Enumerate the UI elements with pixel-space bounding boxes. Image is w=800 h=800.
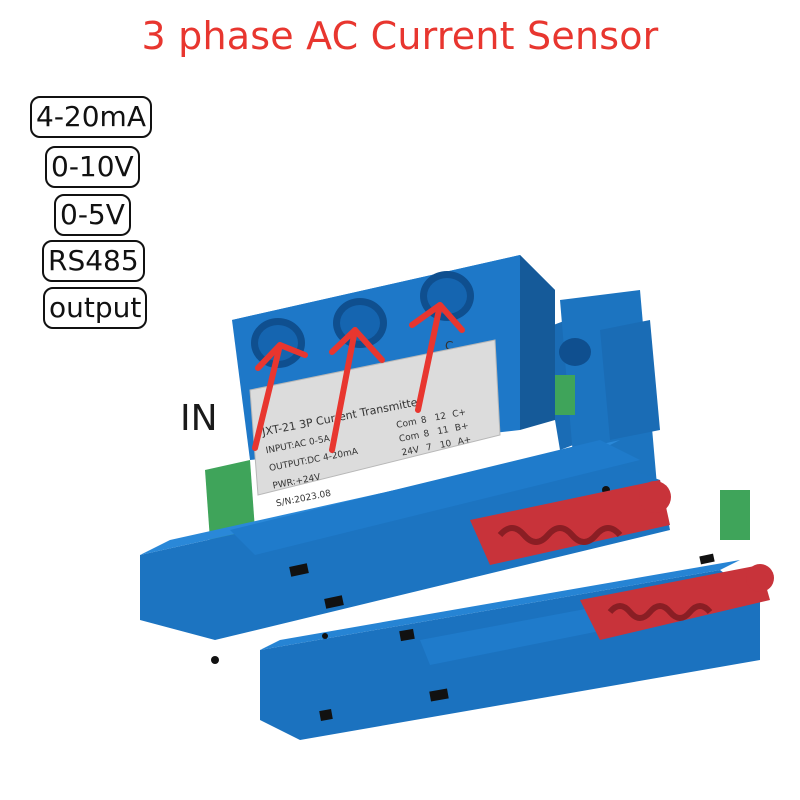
output-tag-0-10v: 0-10V [45, 146, 140, 188]
arrow-channel-b [329, 327, 358, 453]
output-tag-rs485: RS485 [42, 240, 145, 282]
upper-din-base [140, 440, 715, 664]
terminal-row-1-num-a: 8 [420, 415, 428, 426]
terminal-row-1-label: Com [396, 417, 418, 431]
output-tag-4-20ma: 4-20mA [30, 96, 152, 138]
output-tag-0-5v: 0-5V [54, 194, 131, 236]
terminal-row-2-label: Com [398, 431, 420, 445]
terminal-row-3-num-a: 7 [425, 443, 433, 454]
input-label: IN [180, 398, 218, 439]
arrow-head-b [329, 327, 385, 363]
terminal-row-1-num-b: 12 [434, 411, 447, 423]
arrow-head-c [409, 302, 465, 333]
channel-c-label: C [445, 339, 453, 353]
page-title: 3 phase AC Current Sensor [141, 14, 659, 58]
terminal-row-2-num-b: 11 [437, 425, 450, 437]
terminal-row-2-num-a: 8 [423, 429, 431, 440]
terminal-row-2-sig: B+ [454, 421, 469, 433]
arrow-channel-a [252, 342, 283, 451]
product-label-plate [249, 339, 501, 496]
input-arrows [252, 302, 465, 453]
arrow-head-a [255, 342, 308, 371]
terminal-row-3-sig: A+ [457, 435, 472, 447]
terminal-row-3-num-b: 10 [439, 439, 452, 451]
output-tag-output: output [43, 287, 148, 329]
arrow-channel-c [415, 302, 443, 413]
terminal-block-left [205, 460, 255, 540]
lower-din-base [260, 560, 774, 740]
terminal-row-3-label: 24V [401, 445, 421, 458]
terminal-row-1-sig: C+ [452, 408, 467, 420]
